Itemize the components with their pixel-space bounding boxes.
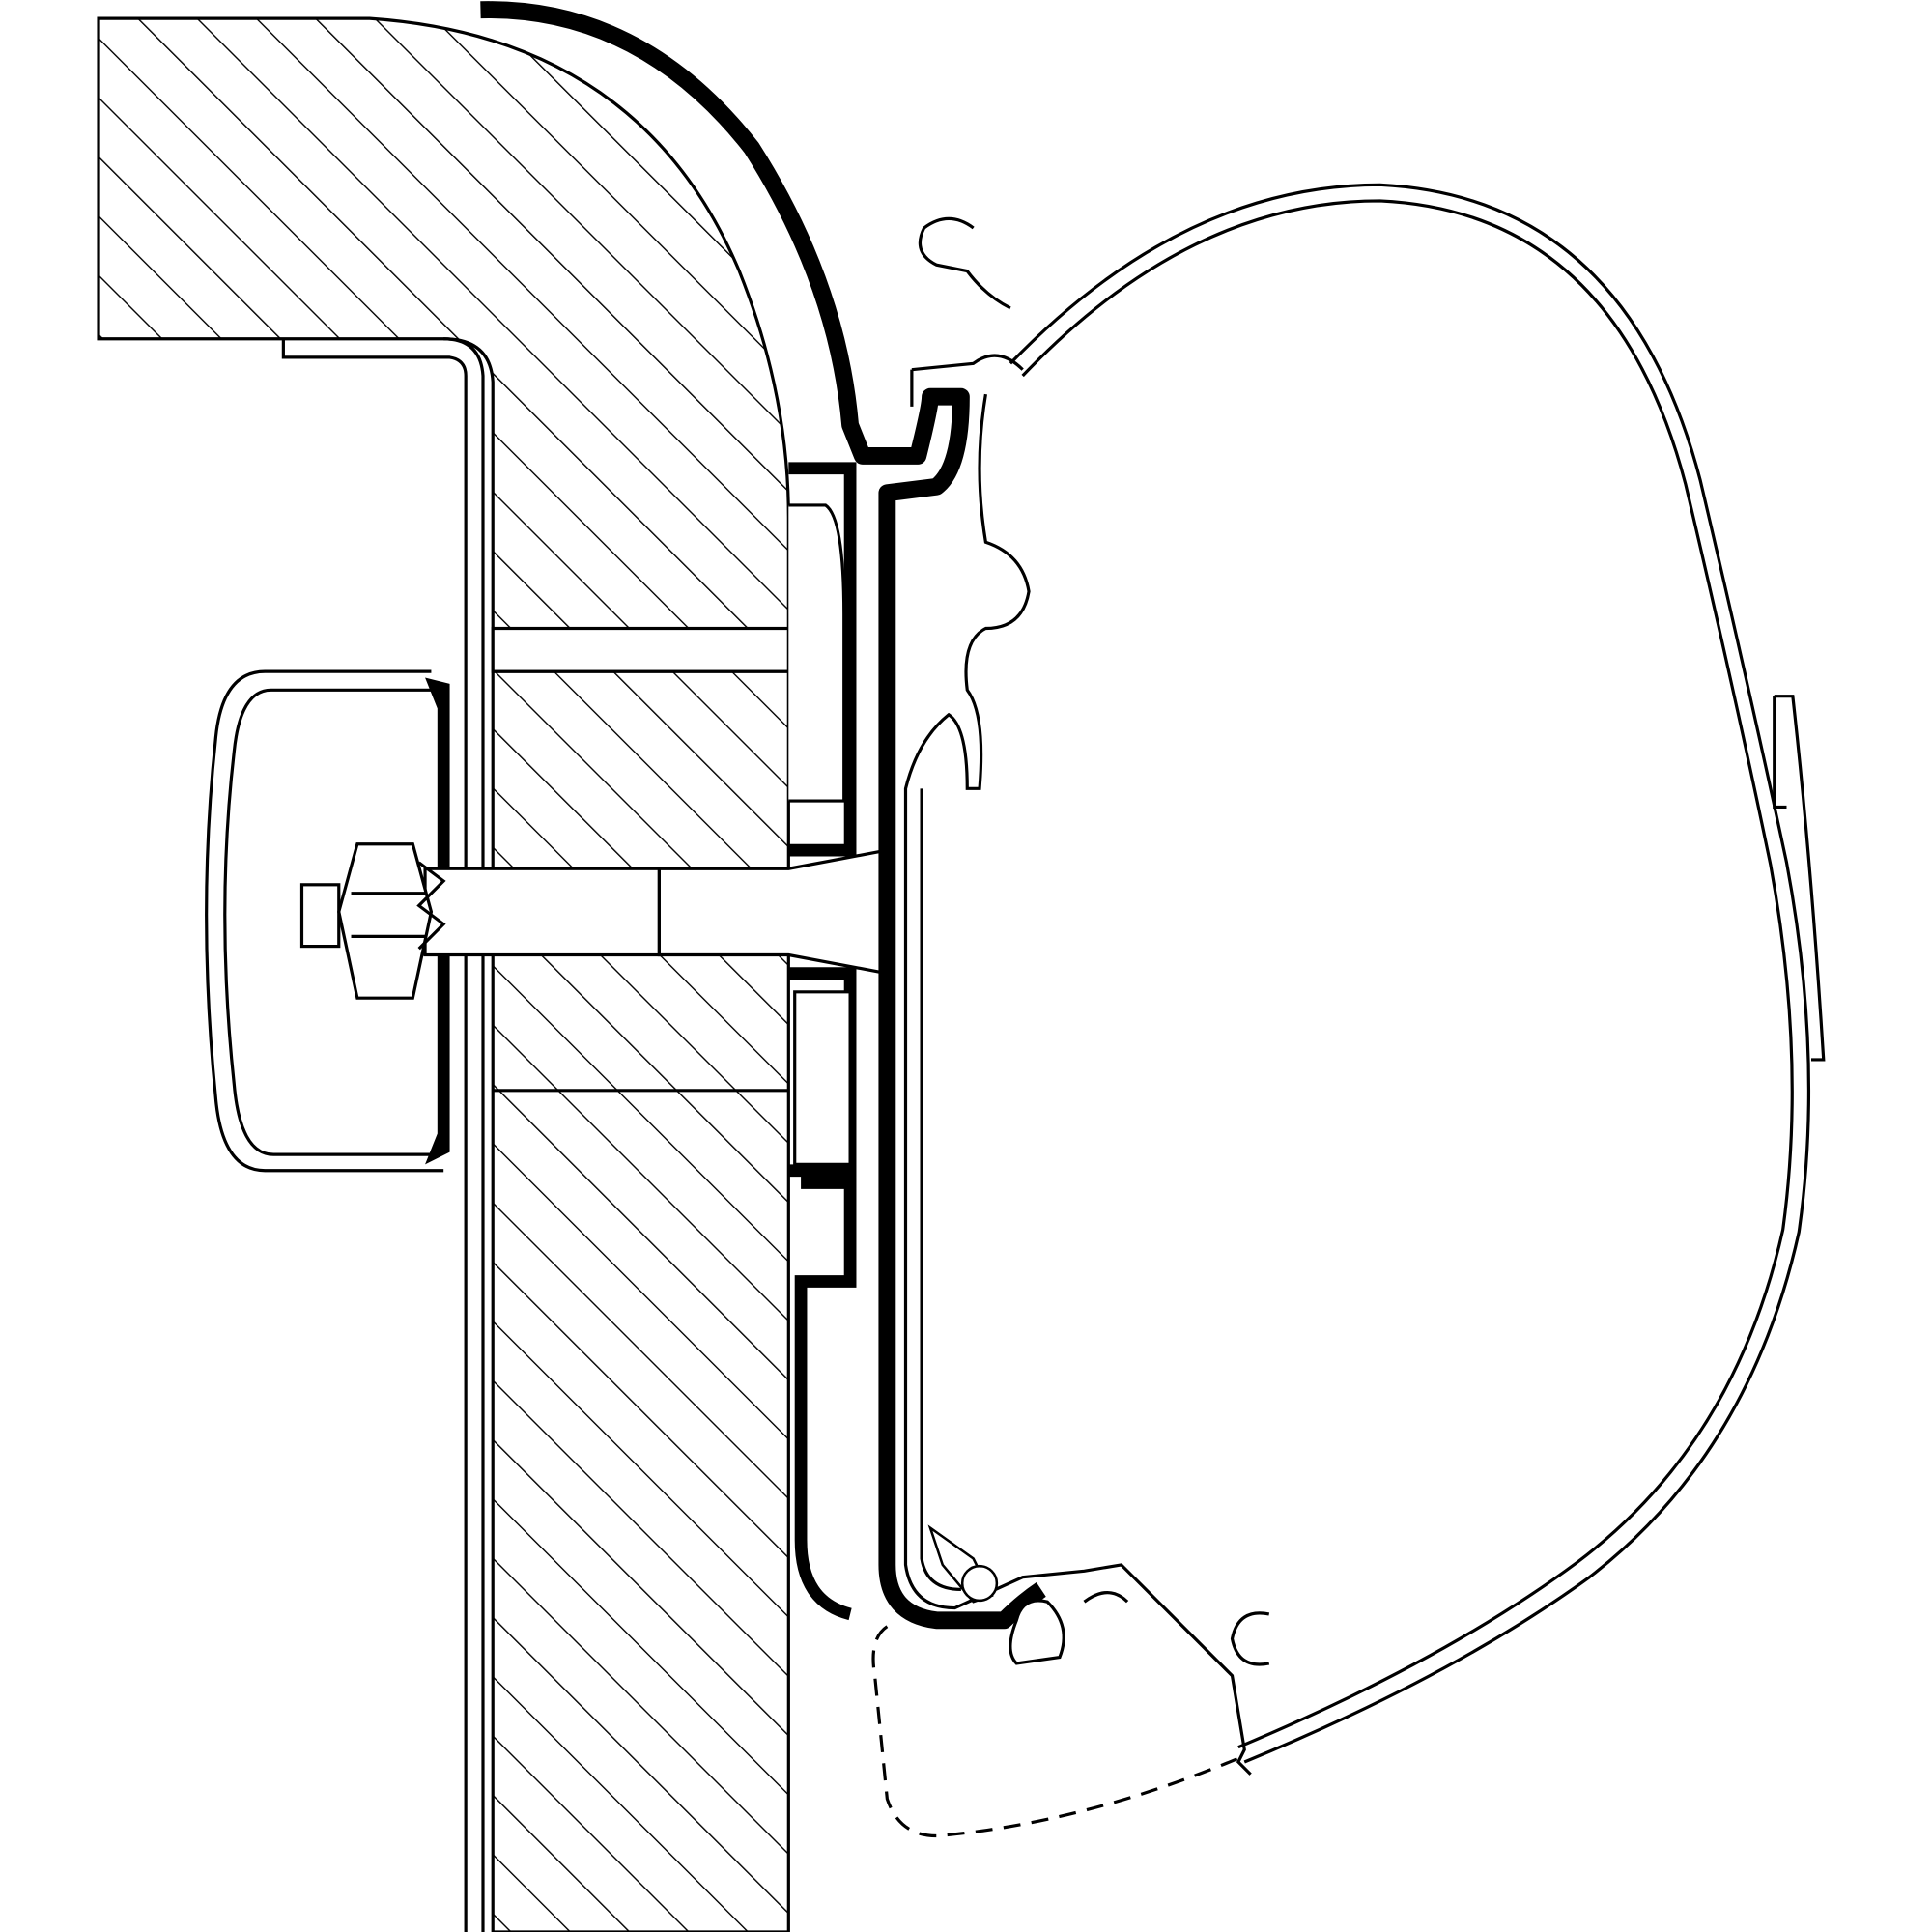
interior-bracket <box>205 669 444 1173</box>
screw-icon <box>927 1524 999 1604</box>
caravan-wall-section <box>97 16 790 1932</box>
awning-cassette <box>1009 183 1811 1764</box>
cassette-rear-profile <box>903 354 1252 1776</box>
awning-front-strip <box>1773 695 1826 1062</box>
awning-cassette-inner <box>1021 199 1794 1749</box>
alternate-position-outline <box>871 1625 1245 1838</box>
adapter-rail <box>480 1 1046 1630</box>
rail-hook-top <box>918 216 1011 310</box>
interior-panel <box>281 337 485 1932</box>
spacer-block <box>788 503 846 803</box>
seal-profile <box>1009 1599 1065 1665</box>
rail-hook-lower <box>1083 1591 1270 1666</box>
spacer-lower <box>793 990 852 1166</box>
nut-icon <box>337 842 434 1000</box>
bolt <box>299 842 889 1000</box>
wall-insert <box>491 626 790 673</box>
